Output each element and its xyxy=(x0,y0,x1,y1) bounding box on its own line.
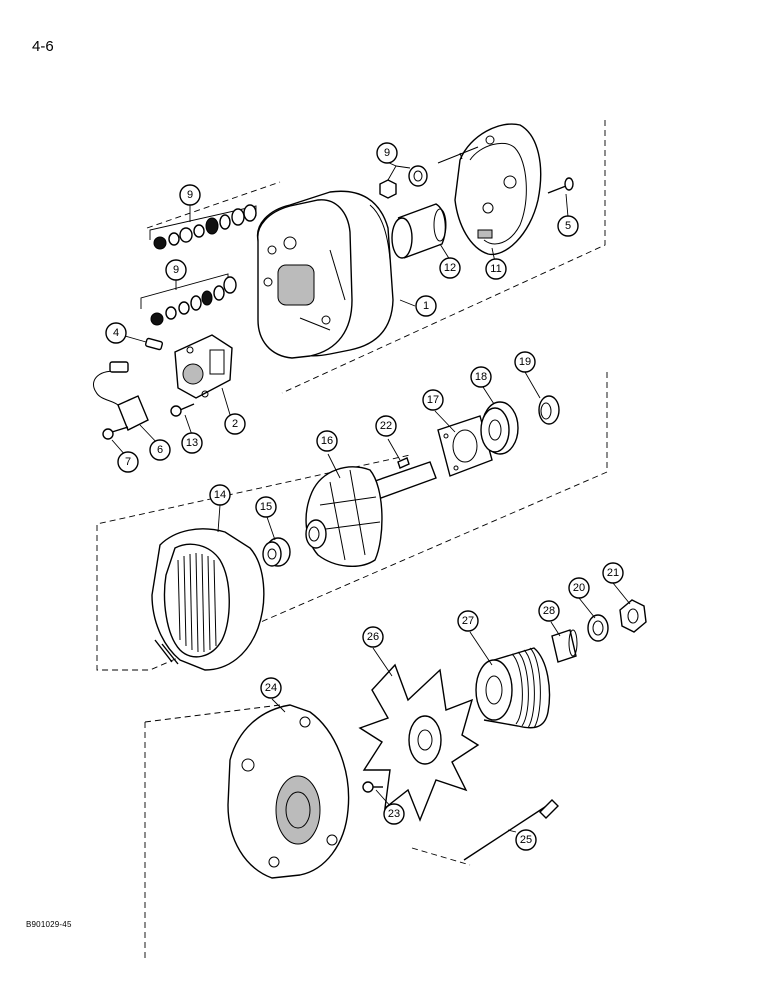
brush-holder xyxy=(174,334,233,399)
svg-text:13: 13 xyxy=(186,437,198,449)
callout-20: 20 xyxy=(568,577,590,599)
svg-text:16: 16 xyxy=(321,435,333,447)
callout-28: 28 xyxy=(538,600,560,622)
capacitor-lead xyxy=(93,361,149,431)
svg-text:17: 17 xyxy=(427,394,439,406)
svg-text:9: 9 xyxy=(384,147,390,159)
svg-text:7: 7 xyxy=(125,456,131,468)
callout-9-nut: 9 xyxy=(376,142,398,164)
callout-25: 25 xyxy=(515,829,537,851)
svg-text:2: 2 xyxy=(232,418,238,430)
svg-text:14: 14 xyxy=(214,489,226,501)
callout-17: 17 xyxy=(422,389,444,411)
stator xyxy=(151,528,265,671)
through-bolt xyxy=(463,799,559,861)
callout-14: 14 xyxy=(209,484,231,506)
svg-text:6: 6 xyxy=(157,444,163,456)
svg-text:1: 1 xyxy=(423,300,429,312)
svg-text:23: 23 xyxy=(388,808,400,820)
svg-text:12: 12 xyxy=(444,262,456,274)
assembly-boundary-lines xyxy=(96,120,608,960)
woodruff-key xyxy=(397,457,410,469)
svg-text:27: 27 xyxy=(462,615,474,627)
svg-text:21: 21 xyxy=(607,567,619,579)
washer-set-upper xyxy=(149,204,257,250)
washer-set-lower xyxy=(140,273,237,326)
svg-text:28: 28 xyxy=(543,605,555,617)
svg-text:25: 25 xyxy=(520,834,532,846)
end-frame-housing xyxy=(256,190,394,359)
rectifier-plate xyxy=(437,123,542,256)
collar xyxy=(538,395,560,425)
callout-9-lower-washers: 9 xyxy=(165,259,187,281)
bushing xyxy=(391,203,447,259)
callout-23: 23 xyxy=(383,803,405,825)
screw-13 xyxy=(170,403,195,417)
svg-text:19: 19 xyxy=(519,356,531,368)
svg-text:4: 4 xyxy=(113,327,119,339)
nut-and-washer xyxy=(379,161,428,199)
figure-code: B901029-45 xyxy=(26,920,72,929)
svg-text:9: 9 xyxy=(173,264,179,276)
callout-22: 22 xyxy=(375,415,397,437)
svg-text:22: 22 xyxy=(380,420,392,432)
callout-4: 4 xyxy=(105,322,127,344)
fan xyxy=(358,663,480,822)
callout-2: 2 xyxy=(224,413,246,435)
callout-18: 18 xyxy=(470,366,492,388)
callout-24: 24 xyxy=(260,677,282,699)
drive-end-frame xyxy=(227,704,350,879)
callout-5: 5 xyxy=(557,215,579,237)
callout-11: 11 xyxy=(485,258,507,280)
callout-21: 21 xyxy=(602,562,624,584)
callout-15: 15 xyxy=(255,496,277,518)
rotor xyxy=(305,461,437,568)
callout-6: 6 xyxy=(149,439,171,461)
svg-text:24: 24 xyxy=(265,682,277,694)
lock-washer xyxy=(587,614,609,642)
bearing-15 xyxy=(262,537,291,567)
screw-7 xyxy=(102,426,129,440)
svg-text:5: 5 xyxy=(565,220,571,232)
svg-text:9: 9 xyxy=(187,189,193,201)
callout-leaders xyxy=(111,193,631,833)
callout-12: 12 xyxy=(439,257,461,279)
svg-text:11: 11 xyxy=(490,263,501,275)
svg-text:26: 26 xyxy=(367,631,379,643)
callout-13: 13 xyxy=(181,432,203,454)
svg-text:18: 18 xyxy=(475,371,487,383)
brush xyxy=(144,337,164,351)
page-number: 4-6 xyxy=(32,38,54,55)
callout-26: 26 xyxy=(362,626,384,648)
pulley-nut xyxy=(619,599,647,633)
callout-27: 27 xyxy=(457,610,479,632)
screw-5 xyxy=(547,177,574,194)
pulley xyxy=(475,647,551,729)
spacer xyxy=(551,629,578,663)
callout-19: 19 xyxy=(514,351,536,373)
callout-7: 7 xyxy=(117,451,139,473)
bearing-18 xyxy=(480,401,519,455)
screw-23 xyxy=(362,781,383,793)
callout-9-upper-washers: 9 xyxy=(179,184,201,206)
callout-16: 16 xyxy=(316,430,338,452)
retainer-plate xyxy=(437,415,493,477)
callout-1: 1 xyxy=(415,295,437,317)
svg-text:20: 20 xyxy=(573,582,585,594)
svg-text:15: 15 xyxy=(260,501,272,513)
